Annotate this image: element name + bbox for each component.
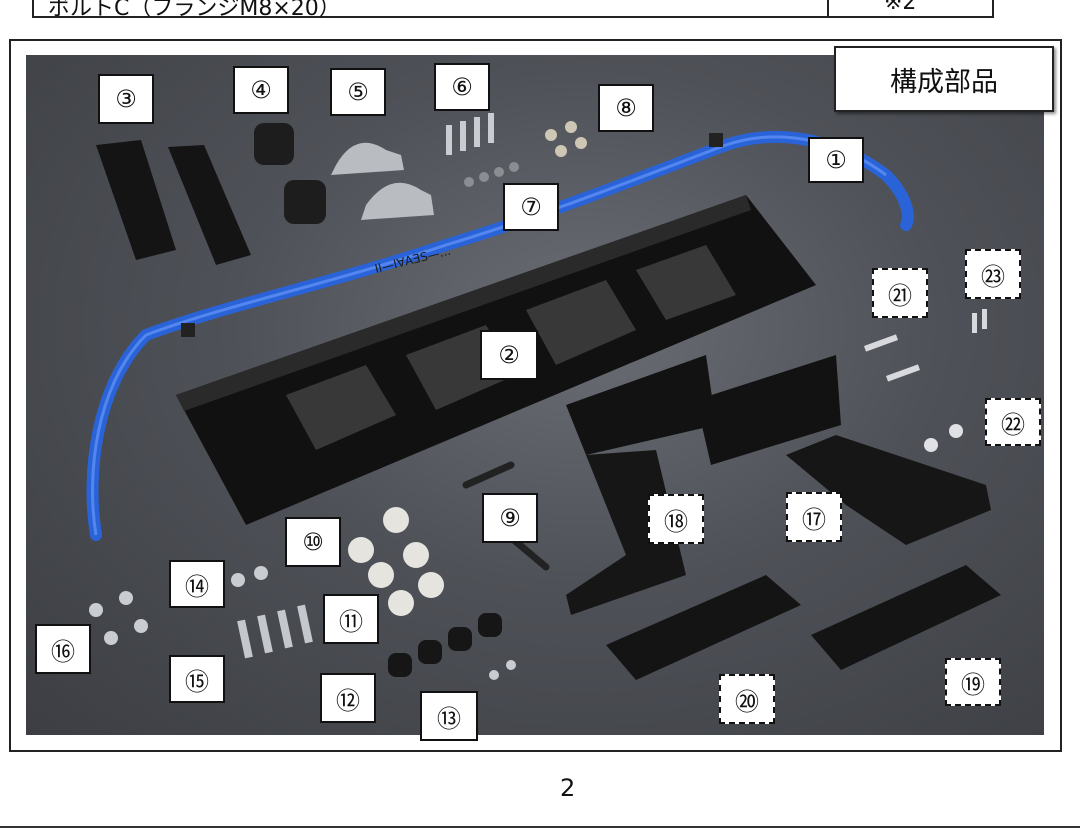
part-label-2: ② bbox=[480, 330, 538, 380]
bolt-set-6 bbox=[446, 113, 494, 155]
nut-set-16 bbox=[89, 591, 148, 645]
bracket-17-upper bbox=[696, 355, 841, 465]
nut-set-22 bbox=[924, 424, 963, 452]
part-label-13: ⑬ bbox=[420, 691, 478, 741]
bolt-set-11 bbox=[237, 604, 313, 659]
part-label-22: ㉒ bbox=[985, 398, 1041, 446]
components-photo: II—I∀AƎS—... bbox=[26, 55, 1044, 735]
bracket-17 bbox=[786, 435, 991, 545]
part-label-4: ④ bbox=[233, 66, 289, 114]
part-label-19: ⑲ bbox=[945, 658, 1001, 706]
part-label-1: ① bbox=[808, 137, 864, 183]
part-label-9: ⑨ bbox=[482, 493, 538, 543]
main-bracket-flange bbox=[176, 195, 751, 411]
nut-set-13 bbox=[489, 660, 516, 680]
main-bracket-slot-4 bbox=[636, 245, 736, 320]
rubber-spacer-set-12 bbox=[388, 613, 502, 677]
part-label-20: ⑳ bbox=[719, 674, 775, 724]
bolt-set-23 bbox=[972, 309, 987, 333]
plate-left-2 bbox=[168, 145, 251, 265]
parts-table-cell: ボルトC（フランジM8×20） bbox=[48, 0, 341, 21]
bar-bushing-right bbox=[709, 133, 723, 147]
part-label-14: ⑭ bbox=[169, 560, 225, 608]
components-title: 構成部品 bbox=[834, 46, 1054, 112]
parts-table-row: ボルトC（フランジM8×20） ※2 bbox=[32, 0, 994, 21]
part-label-21: ㉑ bbox=[872, 268, 928, 318]
part-label-11: ⑪ bbox=[323, 594, 379, 644]
part-label-7: ⑦ bbox=[503, 183, 559, 231]
part-label-10: ⑩ bbox=[285, 517, 341, 567]
part-label-5: ⑤ bbox=[330, 68, 386, 116]
rubber-bush-1 bbox=[254, 123, 294, 165]
part-label-15: ⑮ bbox=[169, 655, 225, 703]
table-column-divider bbox=[827, 0, 829, 16]
part-label-23: ㉓ bbox=[965, 249, 1021, 299]
washer-set-10 bbox=[348, 507, 444, 616]
main-bracket-slot-3 bbox=[526, 280, 636, 365]
part-label-12: ⑫ bbox=[320, 673, 376, 723]
part-label-16: ⑯ bbox=[35, 624, 91, 674]
bracket-18-upper bbox=[566, 355, 716, 455]
rubber-bush-2 bbox=[284, 180, 326, 224]
page-number: 2 bbox=[560, 774, 576, 802]
part-label-8: ⑧ bbox=[598, 84, 654, 132]
plate-20 bbox=[606, 575, 801, 680]
bush-bracket-2 bbox=[361, 182, 434, 220]
parts-table-qty: ※2 bbox=[884, 0, 917, 15]
plate-19 bbox=[811, 565, 1001, 670]
washer-set-8 bbox=[545, 121, 587, 157]
t-bolt-set-21 bbox=[863, 334, 921, 382]
part-label-17: ⑰ bbox=[786, 492, 842, 542]
bracket-18 bbox=[566, 450, 686, 615]
part-label-3: ③ bbox=[98, 74, 154, 124]
part-label-6: ⑥ bbox=[434, 63, 490, 111]
main-bracket-slot-1 bbox=[286, 365, 396, 450]
part-label-18: ⑱ bbox=[648, 494, 704, 544]
bar-marking: II—I∀AƎS—... bbox=[373, 244, 452, 276]
plate-left-1 bbox=[96, 140, 176, 260]
stabilizer-bar-highlight bbox=[91, 135, 887, 536]
bottom-divider bbox=[0, 826, 1080, 828]
nut-set-7 bbox=[464, 162, 519, 187]
bar-bushing-left bbox=[181, 323, 195, 337]
components-illustration: II—I∀AƎS—... bbox=[86, 113, 1001, 680]
nut-set-14 bbox=[231, 566, 268, 587]
bush-bracket-1 bbox=[331, 142, 404, 175]
